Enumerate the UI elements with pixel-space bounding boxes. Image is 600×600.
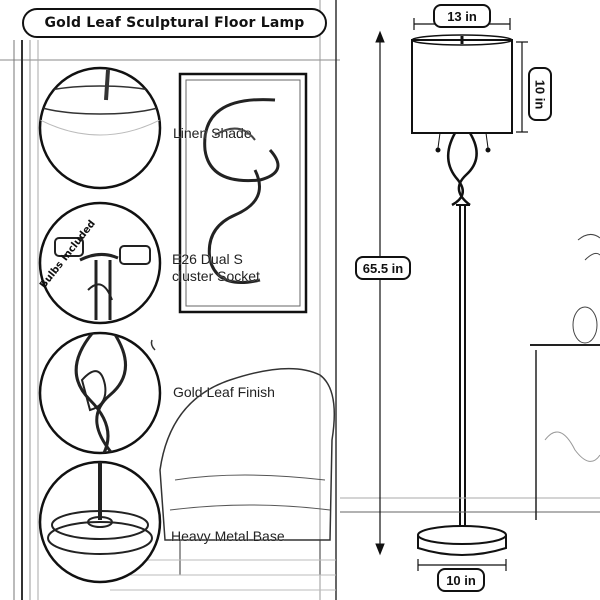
detail-circle-shade (38, 66, 162, 190)
dimension-shade-width: 13 in (433, 4, 491, 28)
dimension-base-width: 10 in (437, 568, 485, 592)
detail-circle-socket (38, 201, 162, 325)
leader-marks (150, 339, 156, 351)
dimension-shade-height: 10 in (528, 67, 552, 121)
right-scene-background (340, 234, 600, 520)
dimension-total-height: 65.5 in (355, 256, 411, 280)
product-title: Gold Leaf Sculptural Floor Lamp (22, 8, 327, 38)
detail-circle-base (38, 460, 162, 584)
dimension-arrows (375, 18, 528, 571)
feature-linen-shade: Linen Shade (173, 125, 252, 141)
floor-lamp-drawing (411, 34, 513, 556)
dimension-shade-height-text: 10 in (532, 79, 548, 109)
framed-artwork (178, 72, 308, 314)
feature-gold-leaf-finish: Gold Leaf Finish (173, 384, 275, 400)
room-background (0, 0, 340, 600)
detail-circle-sculpture (38, 331, 162, 455)
feature-e26-socket: E26 Dual S cluster Socket (172, 251, 260, 284)
feature-heavy-metal-base: Heavy Metal Base (171, 528, 285, 544)
